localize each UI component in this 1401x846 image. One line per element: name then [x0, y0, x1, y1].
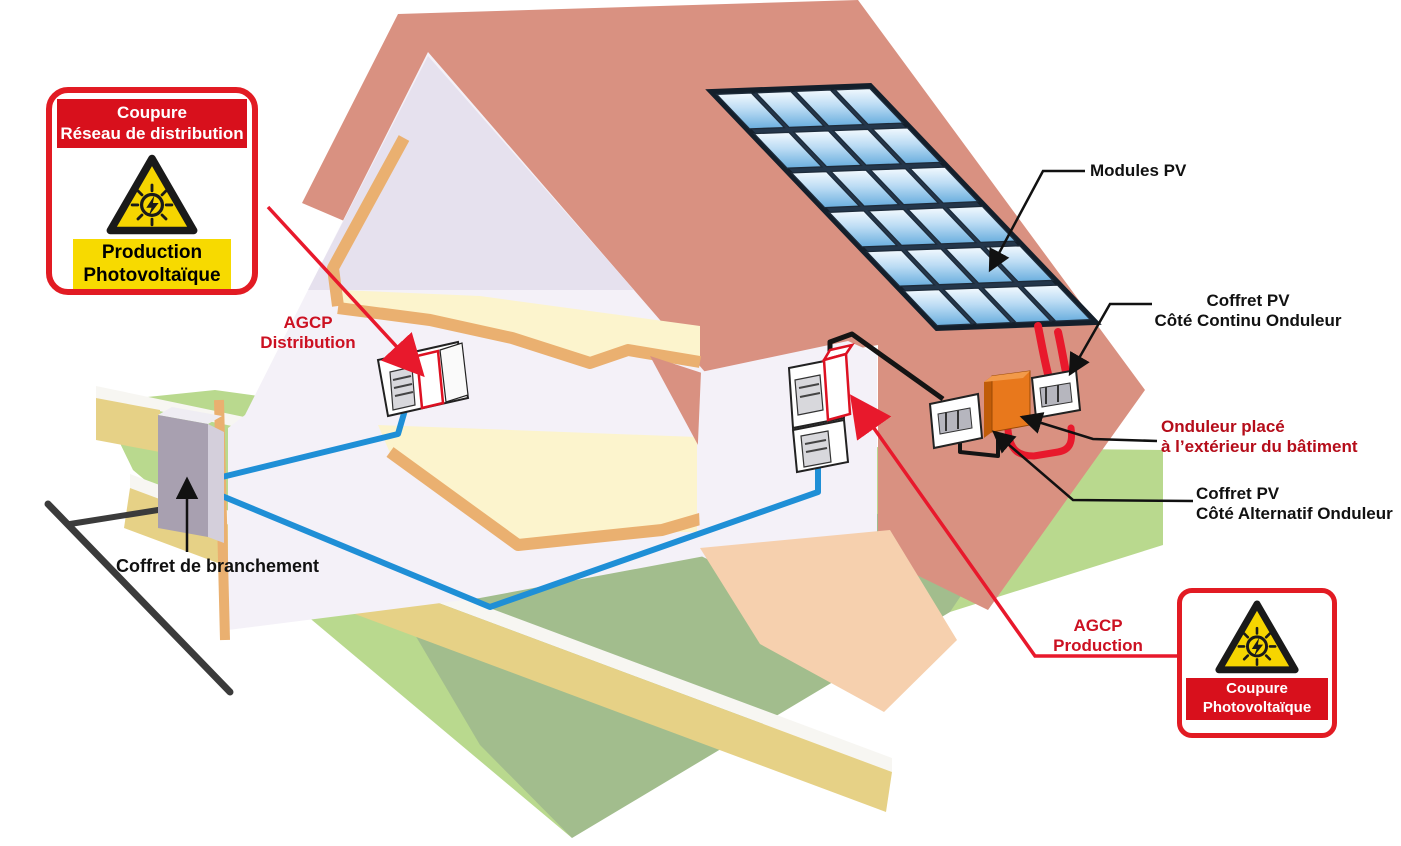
sign-caption-line1: Production — [101, 241, 203, 263]
label-line: Côté Alternatif Onduleur — [1196, 504, 1393, 524]
sign-banner-line1: Coupure — [1226, 680, 1288, 697]
label-line: Modules PV — [1090, 161, 1187, 180]
terrace-slab — [700, 530, 957, 712]
roof-cut-edge — [327, 135, 410, 307]
roof-wedge — [650, 356, 705, 458]
leader-coffret-continu — [1068, 302, 1152, 377]
coffret-pv-alternatif-box — [928, 392, 984, 450]
label-coffret-pv-continu: Coffret PV Côté Continu Onduleur — [1152, 291, 1344, 332]
solar-module-cell — [833, 87, 905, 126]
sign-banner: Coupure Réseau de distribution — [57, 99, 247, 148]
label-line: Coffret PV — [1206, 291, 1290, 310]
label-line: Distribution — [260, 333, 356, 353]
solar-module-cell — [794, 89, 865, 127]
cable-blue-to-house — [220, 464, 821, 610]
label-agcp-distribution: AGCP Distribution — [240, 313, 376, 354]
garden-wall-face-left — [96, 398, 160, 452]
solar-panel-cells — [715, 87, 1092, 327]
label-line: Onduleur placé — [1161, 417, 1285, 436]
solar-module-cell — [792, 130, 863, 168]
leader-coupure-distribution — [266, 205, 425, 378]
solar-module-cell — [944, 246, 1015, 284]
solar-module-cell — [902, 288, 974, 327]
label-line: Production — [1053, 636, 1143, 656]
agcp-production-breaker — [822, 352, 852, 422]
solar-module-cell — [946, 205, 1017, 244]
ground-floor — [378, 425, 697, 546]
label-coffret-branchement: Coffret de branchement — [116, 556, 319, 578]
interior-panel — [787, 343, 855, 474]
street-network-line — [44, 500, 234, 696]
sign-banner-line2: Photovoltaïque — [1202, 698, 1312, 716]
solar-module-cell — [942, 287, 1013, 325]
label-agcp-production: AGCP Production — [1040, 616, 1156, 657]
leader-coffret-alternatif — [992, 430, 1194, 503]
solar-module-cell — [871, 127, 942, 165]
sign-banner: Coupure Photovoltaïque — [1186, 678, 1328, 720]
solar-module-cell — [865, 249, 936, 287]
upper-floor-cut-edge — [337, 302, 701, 369]
agcp-distribution-breaker — [415, 349, 445, 410]
sign-banner-line2: Réseau de distribution — [60, 124, 244, 144]
solar-module-cell — [829, 169, 901, 207]
solar-module-cell — [752, 131, 824, 169]
label-line: AGCP — [1073, 616, 1123, 635]
sign-caption: Production Photovoltaïque — [73, 238, 231, 289]
label-coffret-pv-alternatif: Coffret PV Côté Alternatif Onduleur — [1196, 484, 1393, 525]
solar-module-cell — [908, 166, 980, 204]
label-line: Coffret PV — [1196, 484, 1280, 503]
label-modules-pv: Modules PV — [1090, 161, 1186, 181]
solar-module-cell — [831, 128, 903, 166]
label-line: à l’extérieur du bâtiment — [1161, 437, 1358, 457]
label-line: Côté Continu Onduleur — [1154, 311, 1342, 331]
label-onduleur: Onduleur placé à l’extérieur du bâtiment — [1161, 417, 1358, 458]
label-line: AGCP — [283, 313, 333, 332]
solar-module-cell — [906, 207, 978, 245]
solar-module-cell — [981, 285, 1053, 324]
street-service-branch — [67, 507, 161, 527]
cable-red-dc-2 — [1054, 328, 1070, 376]
warning-triangle-icon — [100, 151, 204, 236]
coffret-pv-continu-box — [1030, 368, 1082, 420]
sign-coupure-reseau-distribution: Coupure Réseau de distribution Productio… — [46, 87, 258, 295]
solar-module-cell — [827, 210, 899, 248]
solar-module-cell — [754, 90, 826, 129]
warning-triangle-icon — [1213, 597, 1301, 675]
leader-onduleur — [1019, 412, 1158, 443]
solar-module-cell — [1021, 284, 1092, 322]
leader-coupure-production — [849, 394, 1179, 658]
sign-caption-line2: Photovoltaïque — [83, 264, 221, 286]
label-line: Coffret de branchement — [116, 556, 320, 576]
solar-module-cell — [715, 92, 786, 130]
sign-banner-line1: Coupure — [117, 103, 187, 122]
attic-gable-wall — [308, 56, 634, 290]
solar-module-cell — [867, 208, 938, 247]
solar-module-cell — [790, 170, 861, 209]
solar-module-cell — [904, 248, 976, 286]
sign-coupure-photovoltaique: Coupure Photovoltaïque — [1177, 588, 1337, 738]
upper-floor — [338, 290, 700, 363]
coffret-branchement-box — [158, 407, 224, 543]
cable-red-dc-1 — [1034, 322, 1052, 378]
leader-modules-pv — [988, 169, 1085, 273]
cable-blue-distribution — [221, 409, 408, 480]
solar-module-cell — [869, 167, 940, 206]
